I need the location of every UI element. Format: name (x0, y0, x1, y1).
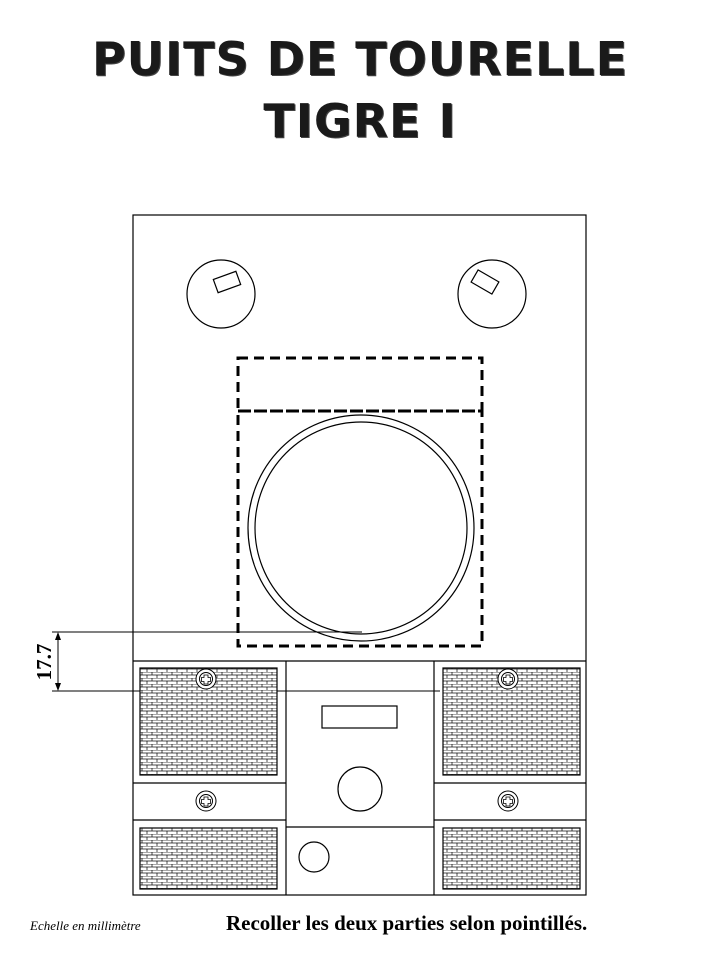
title-line-2: TIGRE I (263, 94, 457, 148)
grille-bottom-left-icon (139, 827, 278, 890)
top-left-latch-icon (186, 259, 256, 329)
dashed-hatch-section (236, 409, 484, 648)
grille-bottom-right-icon (442, 827, 581, 890)
grille-top-left-icon (139, 667, 278, 776)
top-right-latch-icon (457, 259, 527, 329)
bolt-icon (497, 668, 519, 690)
scale-note: Echelle en millimètre (30, 918, 141, 933)
outer-frame (132, 214, 587, 896)
assembly-instruction: Recoller les deux parties selon pointill… (226, 911, 588, 935)
bolt-icon (497, 790, 519, 812)
slot-icon (321, 705, 398, 729)
center-port-icon (337, 766, 383, 812)
dashed-top-section (236, 356, 484, 413)
bolt-icon (195, 790, 217, 812)
bolt-icon (195, 668, 217, 690)
hatch-icon (247, 414, 475, 642)
title-line-1: PUITS DE TOURELLE (91, 32, 629, 86)
dimension-value: 17.7 (32, 644, 56, 681)
small-port-icon (298, 841, 330, 873)
